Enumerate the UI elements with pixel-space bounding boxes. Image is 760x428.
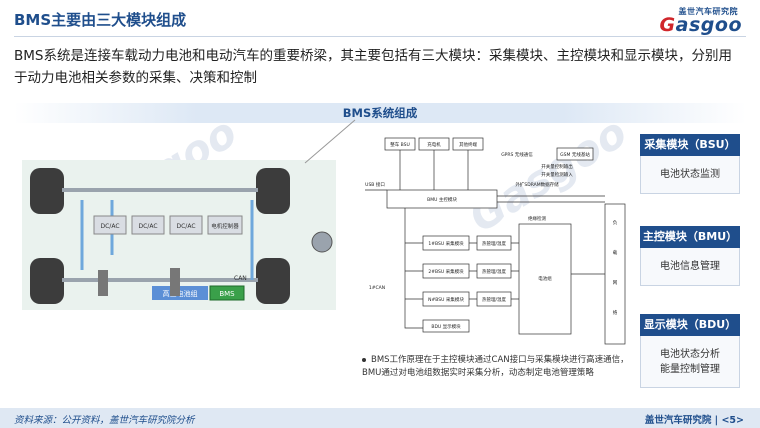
module-title-bdu: 显示模块（BDU）	[640, 314, 740, 336]
page-title: BMS主要由三大模块组成	[14, 11, 187, 29]
module-title-bmu: 主控模块（BMU）	[640, 226, 740, 248]
charger-post-2	[170, 268, 180, 296]
can-left-label: 1#CAN	[369, 285, 385, 291]
module-card-bsu: 采集模块（BSU） 电池状态监测	[640, 134, 740, 194]
footer-bar: 资料来源：公开资料，盖世汽车研究院分析 盖世汽车研究院 | <5>	[0, 408, 760, 428]
temp-label-3: 热管理/温度	[482, 296, 507, 303]
rear-axle	[62, 278, 258, 282]
load-char-1: 负	[613, 219, 618, 226]
section-band: BMS系统组成	[14, 103, 746, 123]
charger-post-1	[98, 270, 108, 296]
module-body-bdu: 电池状态分析 能量控制管理	[640, 336, 740, 388]
conv-label-3: DC/AC	[176, 223, 195, 230]
module-body-bdu-line2: 能量控制管理	[660, 363, 720, 375]
gsm-box	[556, 147, 594, 161]
car-chassis-illustration: DC/AC DC/AC DC/AC 电机控制器 高压电池组 BMS CAN	[22, 160, 336, 310]
gsm-label: GSM 无线基站	[560, 151, 590, 158]
bsu-label-2: 2#BSU 采集模块	[428, 268, 464, 275]
load-char-2: 载	[613, 249, 618, 256]
wheel-rear-right	[256, 258, 290, 304]
intro-paragraph: BMS系统是连接车载动力电池和电动汽车的重要桥梁，其主要包括有三大模块：采集模块…	[14, 48, 732, 86]
wheel-rear-left	[30, 258, 64, 304]
bdu-box	[422, 319, 470, 333]
wheel-front-left	[30, 168, 64, 214]
motor-icon	[311, 231, 333, 253]
top-box-label-1: 整车 BSU	[390, 141, 410, 148]
module-title-bsu: 采集模块（BSU）	[640, 134, 740, 156]
converter-row: DC/AC DC/AC DC/AC 电机控制器	[93, 215, 243, 235]
diagram-texts: 整车 BSU 充电机 其他终端 GPRS 无线通信 GSM 无线基站 USB 接…	[365, 141, 618, 330]
logo-rest: asgoo	[675, 14, 742, 36]
pack-label: 电池组	[538, 275, 552, 282]
bullet-dot	[362, 357, 366, 362]
bmu-label: BMU 主控模块	[427, 196, 457, 203]
bdu-label: BDU 显示模块	[431, 323, 461, 330]
logo-en-text: Gasgoo	[660, 14, 742, 36]
usb-label: USB 接口	[365, 181, 385, 188]
logo-g: G	[659, 14, 676, 36]
line-label-1: 开关量控制输出	[541, 163, 573, 170]
connector-line	[304, 119, 356, 164]
conv-label-4: 电机控制器	[211, 222, 239, 230]
battery-pack-outline	[518, 223, 572, 335]
footer-page: 盖世汽车研究院 | <5>	[644, 415, 744, 426]
module-body-bsu: 电池状态监测	[640, 156, 740, 194]
title-divider	[14, 36, 746, 37]
sdram-label: 外扩SDRAM数据存储	[515, 181, 559, 188]
temp-label-2: 热管理/温度	[482, 268, 507, 275]
bullet-note: BMS工作原理在于主控模块通过CAN接口与采集模块进行高速通信，BMU通过对电池…	[362, 354, 637, 380]
gprs-label: GPRS 无线通信	[501, 151, 533, 158]
top-box-label-3: 其他终端	[459, 141, 477, 148]
footer-source: 资料来源：公开资料，盖世汽车研究院分析	[14, 415, 195, 426]
bms-box	[209, 285, 245, 301]
line-label-2: 开关量检测输入	[541, 171, 573, 178]
module-card-bmu: 主控模块（BMU） 电池信息管理	[640, 226, 740, 286]
load-char-4: 络	[613, 309, 618, 316]
temp-label-1: 热管理/温度	[482, 240, 507, 247]
module-body-bdu-line1: 电池状态分析	[660, 348, 720, 360]
conv-label-1: DC/AC	[100, 223, 119, 230]
bms-label: BMS	[219, 290, 235, 298]
bsu-label-3: N#BSU 采集模块	[428, 296, 464, 303]
load-char-3: 网	[613, 280, 618, 286]
front-axle	[62, 188, 258, 192]
bmu-box	[386, 189, 498, 209]
wheel-front-right	[256, 168, 290, 214]
module-card-bdu: 显示模块（BDU） 电池状态分析 能量控制管理	[640, 314, 740, 388]
diagram-lines	[365, 150, 605, 329]
bsu-label-1: 1#BSU 采集模块	[428, 240, 464, 247]
bullet-text: BMS工作原理在于主控模块通过CAN接口与采集模块进行高速通信，BMU通过对电池…	[362, 355, 629, 378]
top-box-label-2: 充电机	[427, 141, 441, 148]
logo-cn-text: 盖世汽车研究院	[678, 7, 738, 16]
can-label: CAN	[234, 275, 247, 282]
bms-block-diagram: 整车 BSU 充电机 其他终端 GPRS 无线通信 GSM 无线基站 USB 接…	[365, 137, 626, 345]
module-body-bmu: 电池信息管理	[640, 248, 740, 286]
section-title: BMS系统组成	[342, 106, 418, 120]
module-body-bmu-line1: 电池信息管理	[660, 261, 720, 272]
line-label-3: 绝缘检测	[528, 215, 546, 222]
conv-label-2: DC/AC	[138, 223, 157, 230]
module-body-bsu-line1: 电池状态监测	[660, 169, 720, 180]
